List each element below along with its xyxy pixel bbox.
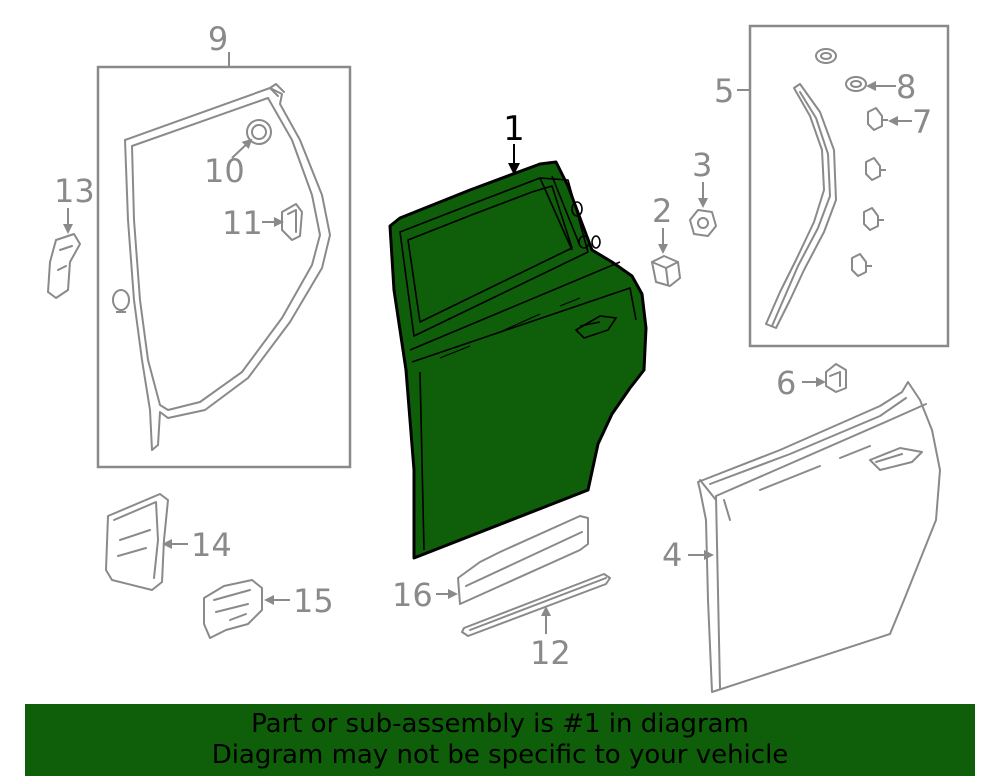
weatherstrip-box (96, 65, 352, 469)
callout-3: 3 (692, 146, 712, 184)
lower-strip-12: 12 (461, 573, 611, 672)
door-shell-1: 1 (388, 109, 648, 560)
callout-2: 2 (652, 192, 672, 230)
callout-13: 13 (54, 172, 95, 210)
grommet-8 (845, 76, 867, 92)
outer-panel-4: 4 (662, 381, 941, 693)
moulding-box (748, 24, 950, 348)
info-banner: Part or sub-assembly is #1 in diagram Di… (25, 704, 975, 776)
callout-5: 5 (714, 72, 734, 110)
weatherstrip-seal (124, 87, 331, 451)
hinge-cover-13: 13 (47, 172, 95, 299)
sill-moulding-16: 16 (392, 515, 589, 614)
clip-7: 7 (867, 103, 932, 141)
callout-1: 1 (503, 109, 525, 149)
banner-line-1: Part or sub-assembly is #1 in diagram (251, 709, 749, 739)
moulding-strip (765, 83, 837, 329)
callout-4: 4 (662, 536, 682, 574)
callout-8: 8 (896, 68, 916, 106)
callout-16: 16 (392, 576, 433, 614)
clip-11 (281, 203, 303, 241)
callout-15: 15 (293, 582, 334, 620)
guard-15: 15 (203, 579, 334, 639)
callout-12: 12 (530, 634, 571, 672)
callout-9: 9 (208, 20, 228, 58)
bracket-14: 14 (105, 493, 232, 591)
door-shell (388, 160, 648, 560)
weatherstrip-group: 9 10 11 (96, 20, 352, 469)
nut-3: 3 (689, 146, 717, 237)
callout-11: 11 (222, 204, 263, 242)
clip-6: 6 (776, 363, 847, 402)
bumper-2: 2 (651, 192, 681, 287)
callout-7: 7 (912, 103, 932, 141)
callout-10: 10 (204, 152, 245, 190)
callout-6: 6 (776, 364, 796, 402)
clip-10 (246, 119, 272, 145)
parts-diagram: 9 10 11 13 14 15 (47, 20, 950, 693)
moulding-group: 5 8 7 (714, 24, 950, 348)
callout-14: 14 (191, 526, 232, 564)
banner-line-2: Diagram may not be specific to your vehi… (211, 740, 789, 770)
